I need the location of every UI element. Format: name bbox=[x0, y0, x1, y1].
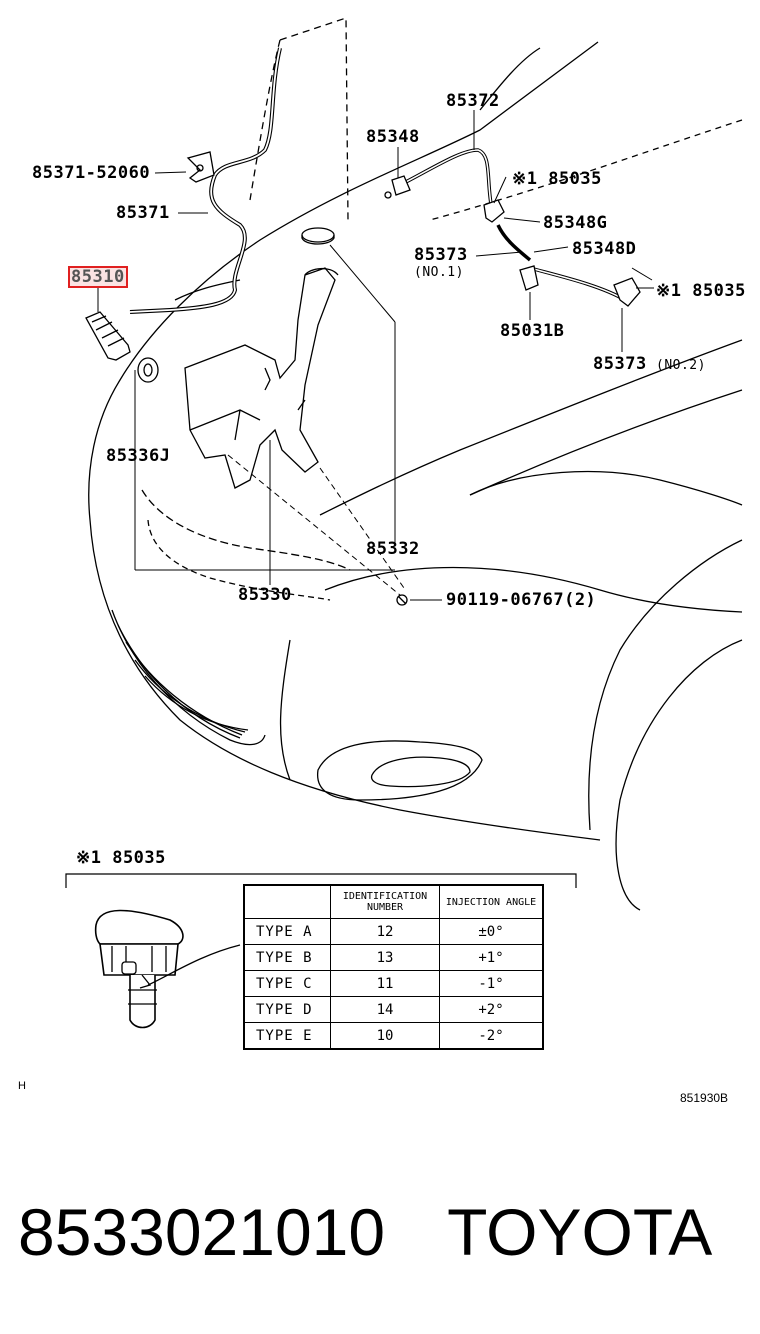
table-header-injection-angle: INJECTION ANGLE bbox=[439, 884, 544, 919]
injection-angle-table: IDENTIFICATION NUMBER INJECTION ANGLE TY… bbox=[243, 884, 544, 1050]
table-cell-angle: +1° bbox=[439, 944, 544, 971]
detail-frame bbox=[65, 873, 577, 888]
table-cell-id: 14 bbox=[330, 996, 440, 1023]
table-cell-id: 12 bbox=[330, 918, 440, 945]
table-cell-id: 13 bbox=[330, 944, 440, 971]
table-cell-type: TYPE B bbox=[243, 944, 331, 971]
pump-85310 bbox=[85, 311, 131, 361]
label-85336j: 85336J bbox=[106, 446, 171, 466]
label-85373-no2: 85373 bbox=[593, 354, 647, 374]
table-row: TYPE B 13 +1° bbox=[243, 944, 544, 971]
label-no2: (NO.2) bbox=[656, 358, 706, 373]
table-header-type bbox=[243, 884, 331, 919]
label-85031b: 85031B bbox=[500, 321, 565, 341]
bolt-90119 bbox=[396, 594, 408, 606]
table-header-row: IDENTIFICATION NUMBER INJECTION ANGLE bbox=[243, 884, 544, 919]
footer-mark: H bbox=[18, 1080, 26, 1092]
table-cell-angle: ±0° bbox=[439, 918, 544, 945]
clip-85371-52060 bbox=[186, 151, 215, 183]
joint-85348 bbox=[384, 175, 411, 199]
label-85373-no1: 85373 bbox=[414, 245, 468, 265]
table-cell-angle: -2° bbox=[439, 1022, 544, 1050]
table-header-id-number: IDENTIFICATION NUMBER bbox=[330, 884, 440, 919]
label-85348d: 85348D bbox=[572, 239, 637, 259]
valve-85031b bbox=[519, 265, 539, 291]
grommet-85336j bbox=[137, 357, 159, 383]
label-85332: 85332 bbox=[366, 539, 420, 559]
table-cell-id: 10 bbox=[330, 1022, 440, 1050]
label-85035-b: ※1 85035 bbox=[656, 281, 746, 301]
nozzle-85035-a bbox=[483, 199, 505, 223]
bottom-caption: 8533021010 TOYOTA bbox=[18, 1192, 712, 1272]
label-85371-52060: 85371-52060 bbox=[32, 163, 151, 183]
label-85310-highlighted[interactable]: 85310 bbox=[68, 266, 128, 288]
table-cell-type: TYPE A bbox=[243, 918, 331, 945]
label-85035-a: ※1 85035 bbox=[512, 169, 602, 189]
detail-title: ※1 85035 bbox=[76, 848, 166, 868]
table-row: TYPE D 14 +2° bbox=[243, 996, 544, 1023]
table-row: TYPE C 11 -1° bbox=[243, 970, 544, 997]
car-body-outline bbox=[88, 17, 743, 911]
tank-85332 bbox=[184, 227, 339, 489]
part-number: 8533021010 bbox=[18, 1195, 386, 1269]
hose-85371 bbox=[129, 47, 282, 314]
label-85372: 85372 bbox=[446, 91, 500, 111]
label-85371: 85371 bbox=[116, 203, 170, 223]
table-cell-id: 11 bbox=[330, 970, 440, 997]
label-90119-06767: 90119-06767(2) bbox=[446, 590, 597, 610]
label-85348g: 85348G bbox=[543, 213, 608, 233]
table-cell-type: TYPE D bbox=[243, 996, 331, 1023]
table-cell-angle: -1° bbox=[439, 970, 544, 997]
nozzle-detail-85035 bbox=[94, 909, 241, 1029]
nozzle-85035-b bbox=[613, 277, 641, 307]
hose-85372 bbox=[399, 148, 626, 302]
brand-name: TOYOTA bbox=[447, 1195, 713, 1269]
label-85330: 85330 bbox=[238, 585, 292, 605]
table-cell-type: TYPE C bbox=[243, 970, 331, 997]
table-cell-type: TYPE E bbox=[243, 1022, 331, 1050]
figure-id: 851930B bbox=[680, 1091, 729, 1105]
label-no1: (NO.1) bbox=[414, 265, 464, 280]
leader-lines bbox=[97, 110, 654, 601]
table-row: TYPE A 12 ±0° bbox=[243, 918, 544, 945]
table-row: TYPE E 10 -2° bbox=[243, 1022, 544, 1050]
table-cell-angle: +2° bbox=[439, 996, 544, 1023]
label-85348: 85348 bbox=[366, 127, 420, 147]
